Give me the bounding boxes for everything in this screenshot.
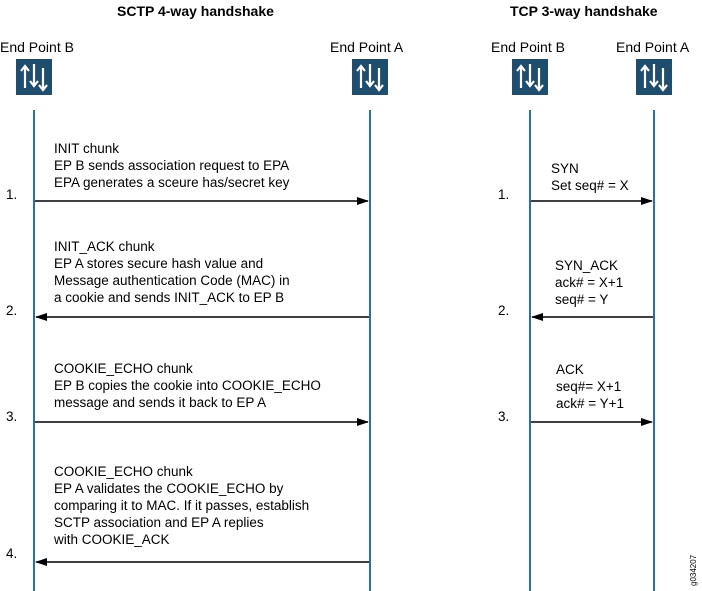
tcp-step-2-text: SYN_ACK ack# = X+1 seq# = Y [555,258,624,307]
sctp-step-3-text: COOKIE_ECHO chunk EP B copies the cookie… [54,361,321,410]
tcp-step-3-number: 3. [498,409,510,424]
sctp-endpoint-b-label: End Point B [0,39,74,55]
figure-id: g034207 [689,554,698,586]
sctp-step-4-number: 4. [6,546,18,561]
bidirectional-arrows-icon [512,59,548,95]
tcp-step-3-text: ACK seq#= X+1 ack# = Y+1 [556,362,625,411]
tcp-endpoint-b-label: End Point B [491,39,565,55]
tcp-title: TCP 3-way handshake [510,3,658,19]
sctp-step-4-text: COOKIE_ECHO chunk EP A validates the COO… [54,464,310,547]
bidirectional-arrows-icon [352,59,388,95]
sctp-step-1-number: 1. [6,187,18,202]
tcp-endpoint-a-label: End Point A [616,39,690,55]
bidirectional-arrows-icon [16,59,52,95]
sctp-title: SCTP 4-way handshake [117,3,274,19]
tcp-step-1-text: SYN Set seq# = X [551,161,629,193]
sctp-step-1-text: INIT chunk EP B sends association reques… [54,141,290,190]
tcp-step-1-number: 1. [498,187,510,202]
sctp-step-2-text: INIT_ACK chunk EP A stores secure hash v… [54,239,290,305]
sctp-endpoint-a-label: End Point A [330,39,404,55]
bidirectional-arrows-icon [636,59,672,95]
tcp-step-2-number: 2. [498,303,510,318]
sctp-step-3-number: 3. [6,409,18,424]
sctp-step-2-number: 2. [6,303,18,318]
